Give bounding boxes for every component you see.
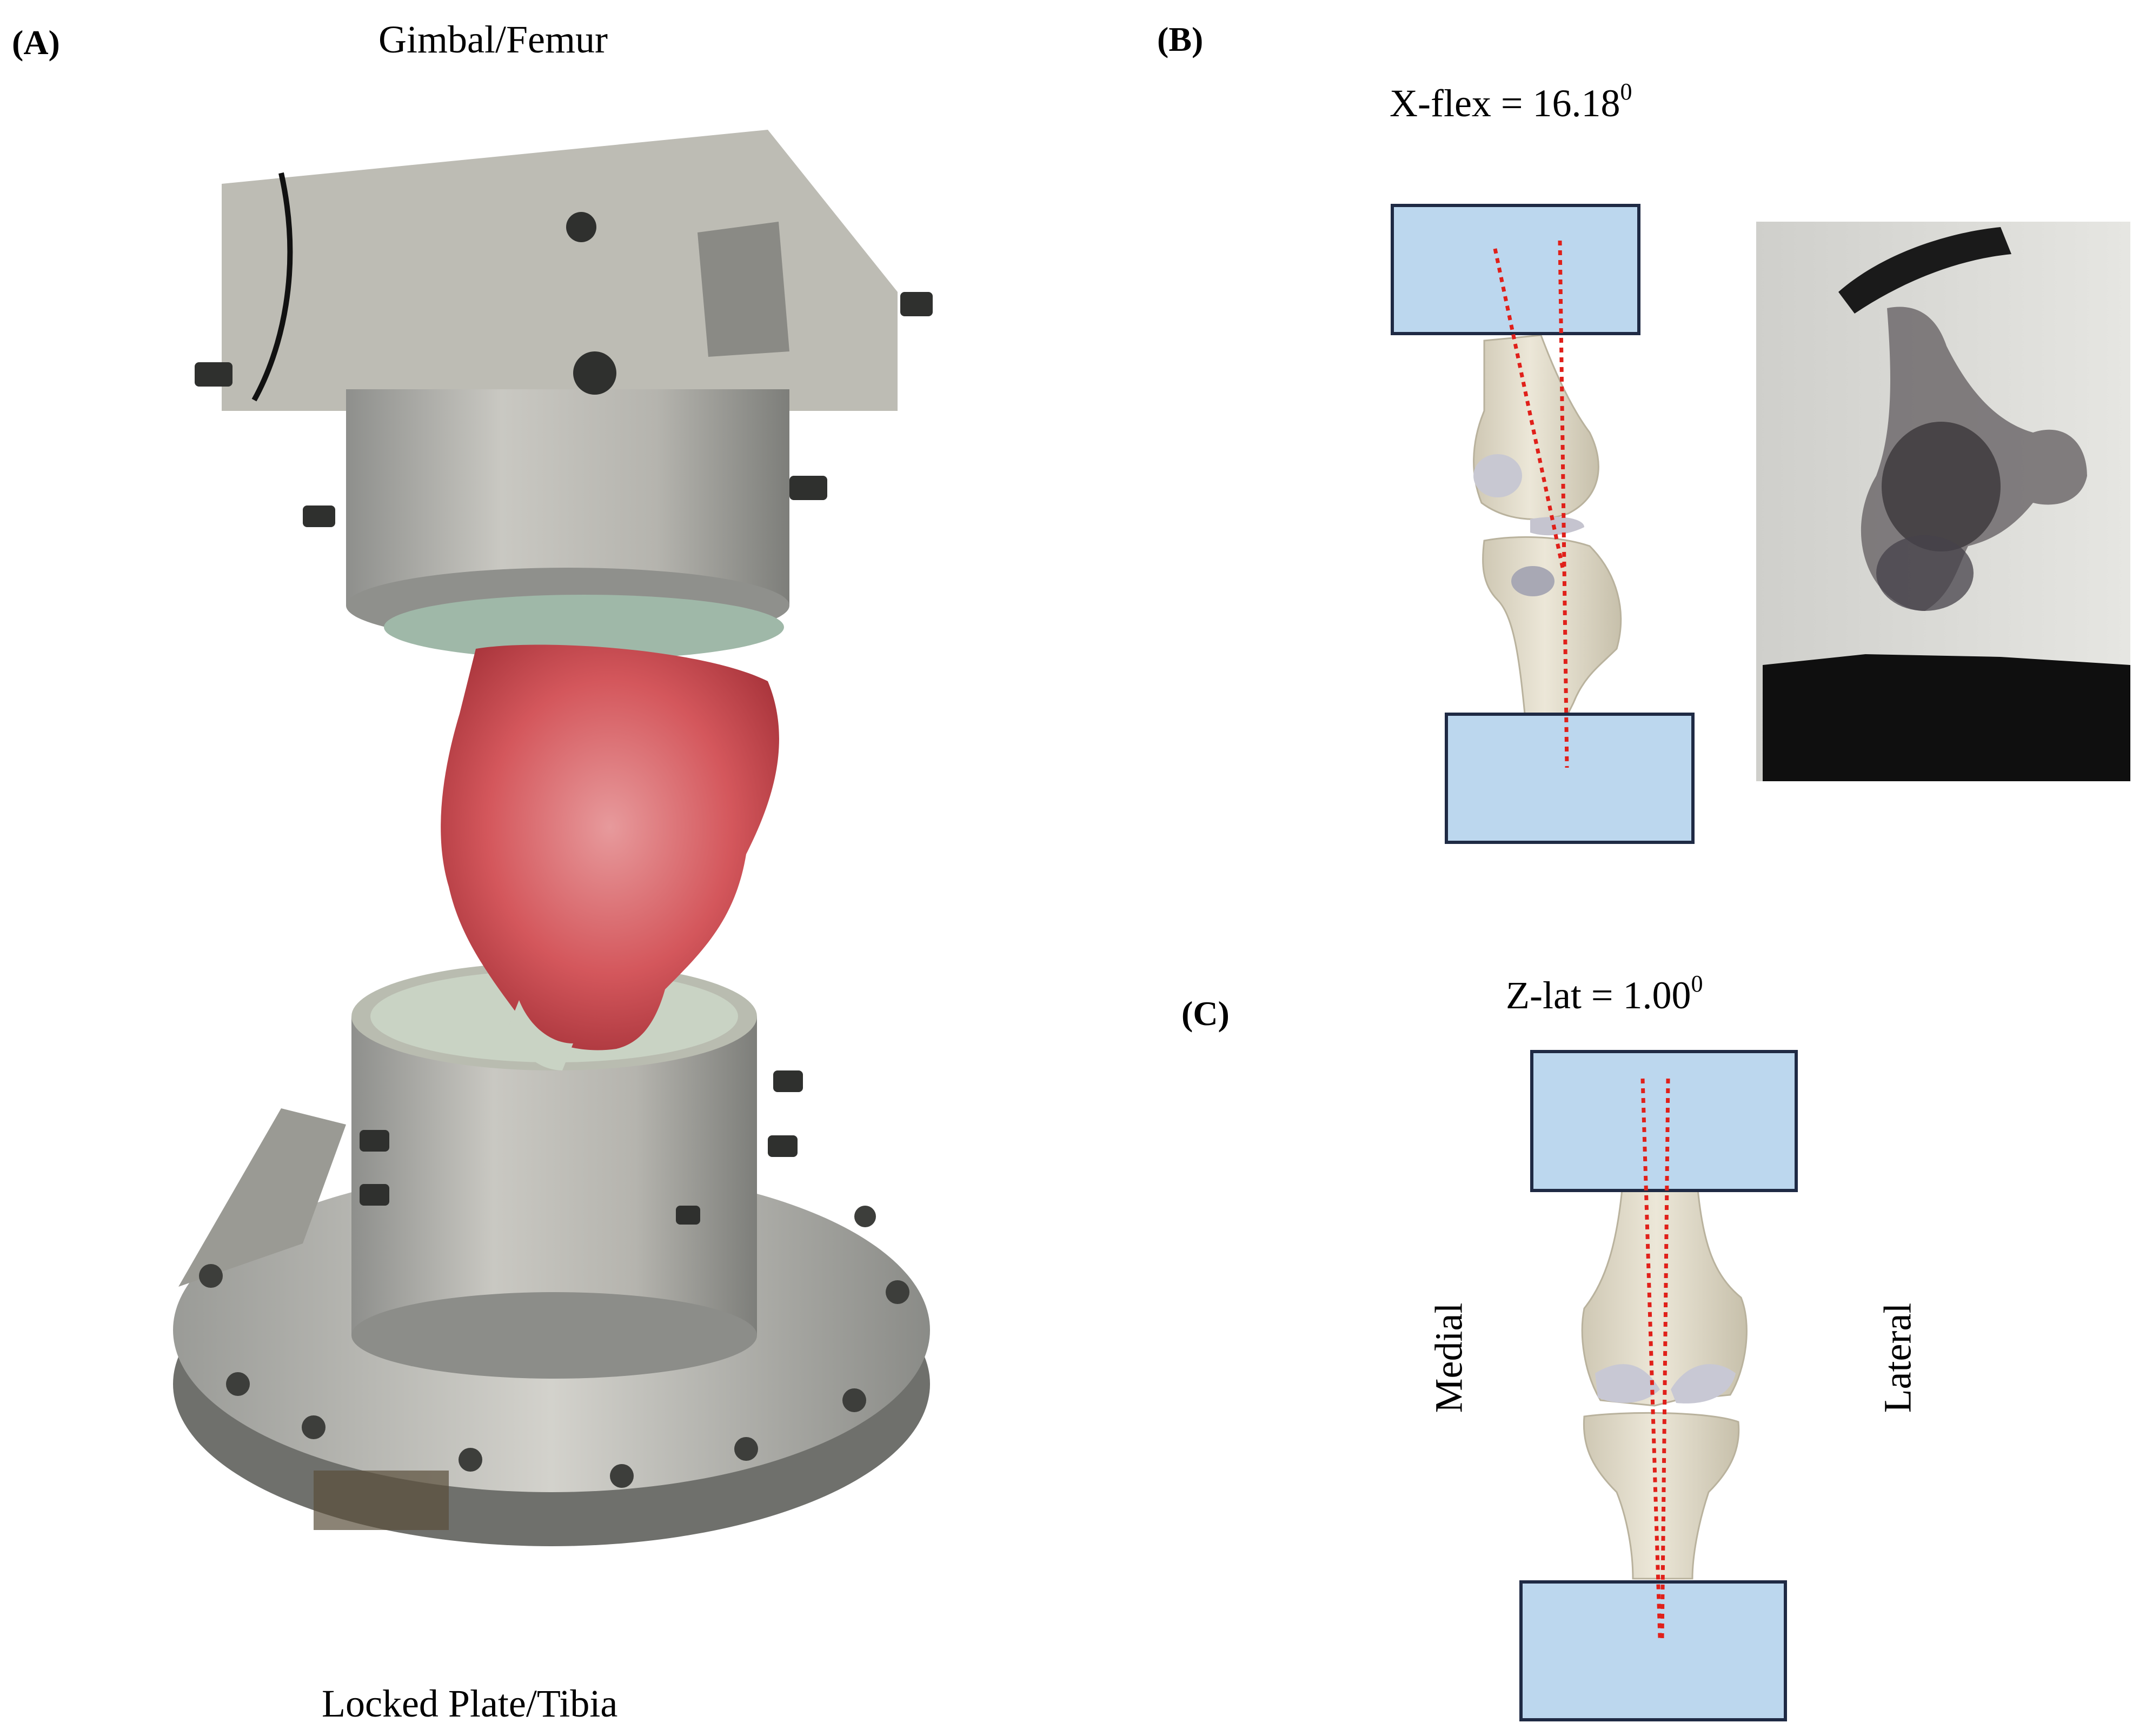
panel-a-bottom-caption: Locked Plate/Tibia [322,1682,618,1725]
lateral-condyle-cartilage [1671,1364,1736,1404]
frontal-schematic [1519,1050,1798,1721]
panel-c-label: (C) [1181,994,1230,1033]
tibia-fixture-box [1445,713,1695,844]
z-lat-degree: 0 [1691,970,1703,997]
xray-tibia-head [1876,535,1974,611]
z-lat-value: 1.00 [1623,974,1691,1017]
upper-fixture-top [222,130,898,411]
medial-condyle-cartilage [1595,1364,1660,1403]
base-label-plate [314,1471,449,1530]
meniscus-lateral-view [1530,516,1584,536]
fixture-slot [698,222,789,357]
tibia-axis-line [1558,240,1569,768]
x-flex-value: 16.18 [1532,82,1620,125]
tibia-cement [508,1000,573,1070]
x-flex-prefix: X-flex = [1390,82,1533,125]
z-lat-formula: Z-lat = 1.000 [1506,970,1703,1018]
xray-condyle [1882,422,2001,551]
xray-image [1756,222,2130,781]
femur-condyle-cartilage [1473,454,1522,497]
panel-a-top-caption: Gimbal/Femur [378,18,608,61]
z-lat-prefix: Z-lat = [1506,974,1623,1017]
lower-cylinder-screws [360,1070,803,1225]
tibia-axis-line-frontal [1660,1078,1670,1641]
tibia-lateral [1482,536,1622,715]
tibia-frontal [1583,1412,1740,1580]
tibia-plateau-cartilage [1511,566,1555,596]
femur-potting [384,595,784,660]
upper-screws [195,212,933,527]
sagittal-schematic [1391,204,1695,844]
panel-b-label: (B) [1157,20,1204,58]
flange-bolt-holes [199,1206,909,1488]
femur-fixture-box-frontal [1530,1050,1798,1192]
lower-cylinder-bottom [351,1292,757,1379]
femur-fixture-box [1391,204,1640,335]
rig-photo [173,130,933,1546]
knee-specimen [441,644,779,1050]
panel-a-label: (A) [12,23,60,62]
xray-clamp [1838,227,2011,314]
xray-base-fixture [1763,654,2130,781]
sensor-cable [251,172,293,402]
base-bracket [178,1108,346,1287]
x-flex-degree: 0 [1620,78,1632,105]
x-flex-formula: X-flex = 16.180 [1390,78,1632,126]
tibia-fixture-box-frontal [1519,1580,1787,1721]
